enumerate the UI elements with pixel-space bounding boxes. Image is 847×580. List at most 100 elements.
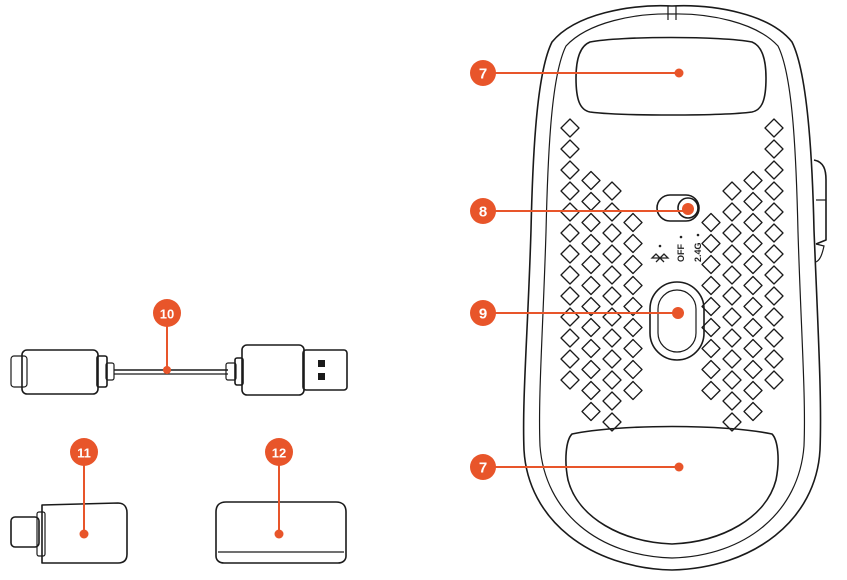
- usb-a-metal-tip: [302, 349, 348, 391]
- vent-cell: [743, 254, 763, 275]
- usb-c-cable: [10, 344, 348, 396]
- vent-cell: [581, 191, 601, 212]
- callout-7-bottom-label: 7: [479, 460, 487, 477]
- usb-c-adapter-body: [41, 502, 128, 564]
- vent-cell: [701, 317, 721, 338]
- usb-a-plug-housing: [241, 344, 305, 396]
- vent-cell: [560, 286, 580, 306]
- vent-cell: [764, 118, 784, 138]
- usb-c-adapter-tip: [10, 516, 40, 548]
- vent-cell: [623, 254, 643, 275]
- top-glide-pad: [575, 36, 767, 116]
- vent-cell: [722, 391, 742, 411]
- vent-cell: [560, 181, 580, 201]
- callout-12-label: 12: [272, 446, 286, 461]
- sensor-outer-ring: [649, 281, 705, 361]
- switch-label-off: OFF: [676, 244, 686, 262]
- vent-cell: [764, 223, 784, 243]
- wireless-receiver: [215, 501, 347, 564]
- vent-cell: [560, 349, 580, 369]
- vent-cell: [623, 359, 643, 380]
- vent-cell: [581, 275, 601, 296]
- sensor-inner-ring: [657, 289, 697, 353]
- switch-label-2-4g: 2.4G: [693, 242, 703, 262]
- vent-cell: [581, 212, 601, 233]
- usb-c-adapter: [10, 502, 128, 564]
- vent-cell: [743, 212, 763, 233]
- vent-cell: [743, 317, 763, 338]
- switch-label-bluetooth: [650, 244, 670, 263]
- vent-cell: [560, 244, 580, 264]
- vent-cell: [602, 307, 622, 327]
- vent-cell: [722, 349, 742, 369]
- vent-cell: [764, 244, 784, 264]
- vent-cell: [602, 328, 622, 348]
- side-button-upper: [813, 159, 827, 245]
- vent-cell: [581, 233, 601, 254]
- vent-cell: [701, 296, 721, 317]
- vent-cell: [701, 233, 721, 254]
- vent-cell: [722, 265, 742, 285]
- vent-cell: [764, 286, 784, 306]
- callout-9: 9: [470, 300, 496, 326]
- vent-cell: [764, 328, 784, 348]
- vent-cell: [602, 223, 622, 243]
- vent-cell: [581, 170, 601, 191]
- vent-cell: [701, 338, 721, 359]
- vent-cell: [602, 181, 622, 201]
- vent-cell: [560, 370, 580, 390]
- mouse-bottom-view: OFF 2.4G: [522, 4, 827, 571]
- mode-switch-slot: [656, 194, 700, 222]
- button-split-notch: [667, 6, 677, 20]
- callout-7-bottom: 7: [470, 454, 496, 480]
- vent-cell: [560, 160, 580, 180]
- side-button-lower: [815, 243, 825, 263]
- vent-cell: [743, 401, 763, 422]
- vent-cell: [560, 139, 580, 159]
- vent-cell: [581, 296, 601, 317]
- vent-cell: [602, 349, 622, 369]
- callout-9-label: 9: [479, 306, 487, 323]
- leader-endpoints: [79, 68, 694, 539]
- vent-cell: [560, 223, 580, 243]
- callout-11-label: 11: [77, 446, 91, 461]
- vent-cell: [722, 202, 742, 222]
- vent-cell: [722, 412, 742, 432]
- bottom-glide-pad: [565, 425, 779, 545]
- vent-cell: [743, 380, 763, 401]
- vent-cell: [581, 359, 601, 380]
- vent-cell: [722, 244, 742, 264]
- vent-cell: [623, 380, 643, 401]
- vent-cell: [581, 401, 601, 422]
- vent-cell: [743, 296, 763, 317]
- vent-cell: [764, 307, 784, 327]
- callout-7-top-label: 7: [479, 66, 487, 83]
- vent-cell: [701, 380, 721, 401]
- mouse-inner-shell: [538, 13, 806, 559]
- vent-cell: [623, 233, 643, 254]
- mouse-outer-shell: [522, 4, 822, 571]
- vent-cell: [701, 359, 721, 380]
- vent-cell: [764, 202, 784, 222]
- vent-cell: [602, 244, 622, 264]
- bluetooth-icon: [650, 253, 670, 263]
- vent-cell: [701, 212, 721, 233]
- vent-cell: [581, 380, 601, 401]
- vent-cell: [623, 317, 643, 338]
- vent-cell: [602, 202, 622, 222]
- vent-cell: [560, 328, 580, 348]
- vent-cell: [764, 265, 784, 285]
- vent-cell: [743, 275, 763, 296]
- vent-cell: [623, 338, 643, 359]
- vent-cell: [701, 254, 721, 275]
- vent-cell: [743, 359, 763, 380]
- vent-cell: [764, 370, 784, 390]
- vent-cell: [743, 338, 763, 359]
- vent-cell: [764, 349, 784, 369]
- vent-cell: [602, 370, 622, 390]
- usb-c-strain-relief: [96, 355, 108, 388]
- vent-cell: [581, 338, 601, 359]
- receiver-body: [215, 501, 347, 564]
- vent-cell: [560, 307, 580, 327]
- callout-10-label: 10: [160, 307, 174, 322]
